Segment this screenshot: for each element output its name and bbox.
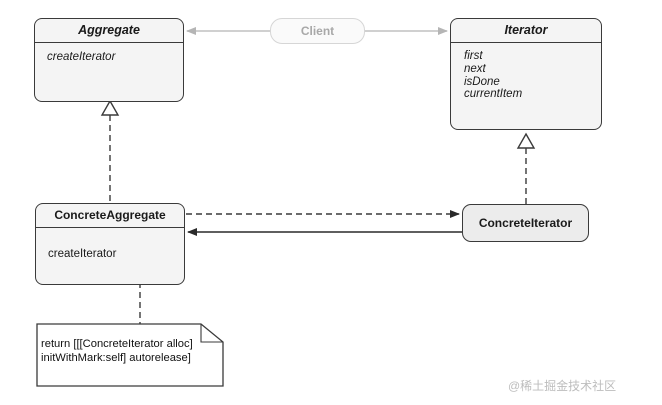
iterator-title: Iterator <box>451 19 601 43</box>
iterator-method-next: next <box>464 62 486 75</box>
note-text: return [[[ConcreteIterator alloc] initWi… <box>37 324 223 386</box>
iterator-box: Iterator first next isDone currentItem <box>450 18 602 130</box>
aggregate-title: Aggregate <box>35 19 183 43</box>
concrete-aggregate-method: createIterator <box>48 248 117 260</box>
iterator-method-isdone: isDone <box>464 75 500 88</box>
aggregate-method: createIterator <box>47 51 116 63</box>
iterator-realization-triangle <box>516 132 536 149</box>
note-line-2: initWithMark:self] autorelease] <box>41 351 191 364</box>
client-box: Client <box>270 18 365 44</box>
concrete-iterator-box: ConcreteIterator <box>462 204 589 242</box>
note-line-1: return [[[ConcreteIterator alloc] <box>41 338 193 350</box>
watermark: @稀土掘金技术社区 <box>508 379 617 393</box>
aggregate-methods: createIterator <box>35 43 183 65</box>
iterator-method-first: first <box>464 50 483 62</box>
concrete-aggregate-box: ConcreteAggregate createIterator <box>35 203 185 285</box>
note-shape <box>36 323 224 387</box>
aggregate-realization-triangle <box>100 99 120 116</box>
iterator-method-currentitem: currentItem <box>464 88 523 101</box>
concrete-aggregate-title: ConcreteAggregate <box>36 204 184 228</box>
note-fold <box>200 324 223 343</box>
concrete-aggregate-methods: createIterator <box>36 228 184 262</box>
iterator-methods: first next isDone currentItem <box>451 43 601 101</box>
aggregate-box: Aggregate createIterator <box>34 18 184 102</box>
